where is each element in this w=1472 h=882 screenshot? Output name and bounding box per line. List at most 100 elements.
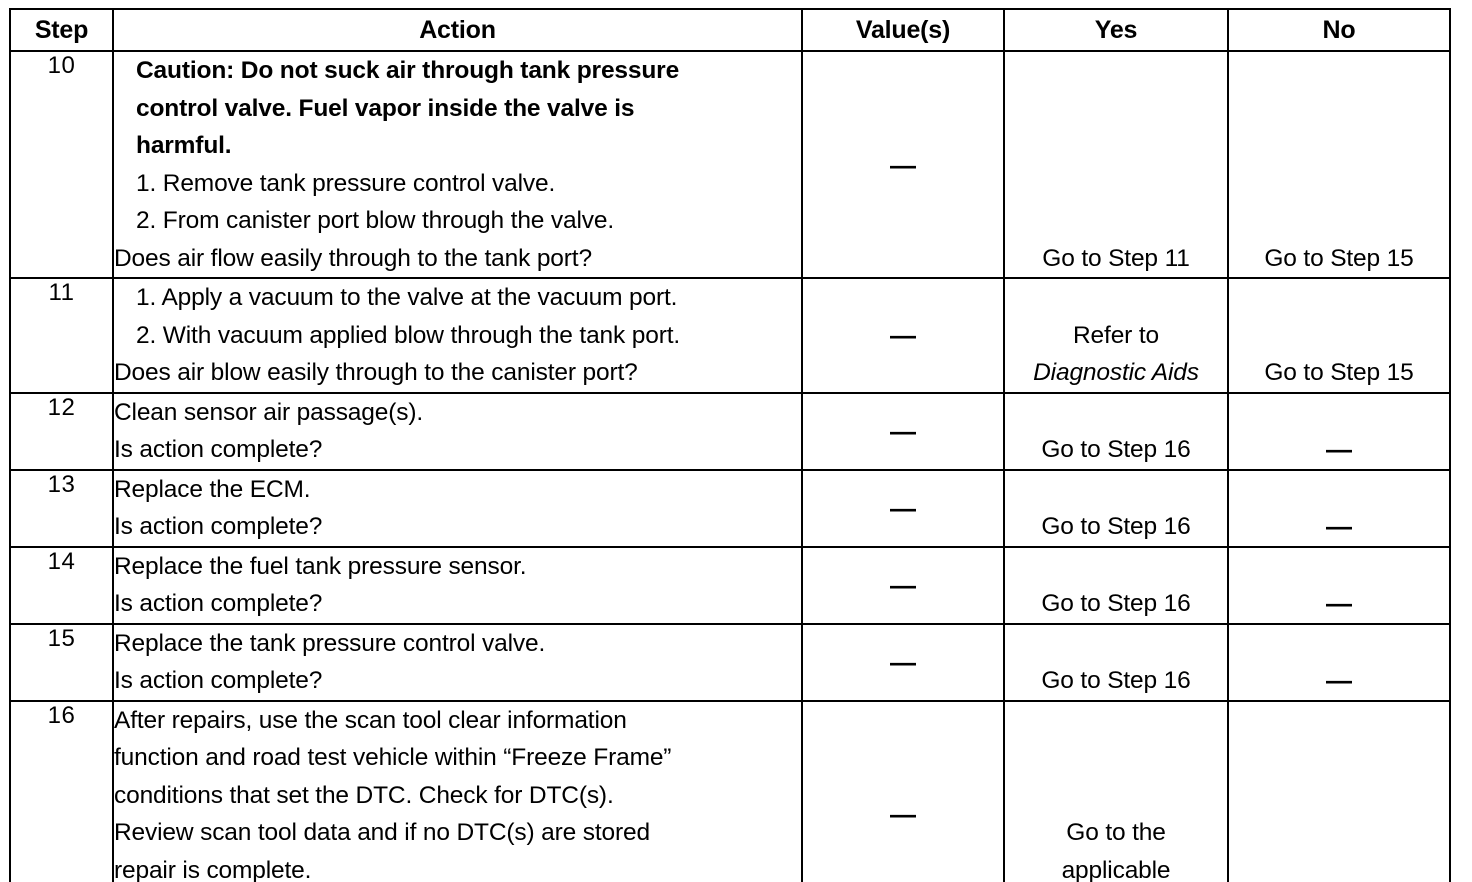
step-number: 12 (47, 393, 76, 421)
yes-line: Diagnostic Aids (1033, 359, 1199, 386)
action-cell: Replace the tank pressure control valve.… (112, 622, 803, 702)
table-row: 16 After repairs, use the scan tool clear… (9, 699, 1451, 882)
no-cell: — (1227, 622, 1451, 702)
value-dash: — (890, 570, 916, 600)
no-cell: — (1227, 391, 1451, 471)
value-cell: — (801, 622, 1005, 702)
value-cell: — (801, 699, 1005, 882)
value-cell: — (801, 391, 1005, 471)
action-cell: Caution: Do not suck air through tank pr… (112, 50, 803, 279)
yes-line: Go to Step 11 (1042, 244, 1190, 272)
step-number: 10 (47, 52, 76, 79)
action-cell: Clean sensor air passage(s). Is action co… (112, 391, 803, 471)
action-cell: After repairs, use the scan tool clear i… (112, 699, 803, 882)
action-line: 1. Apply a vacuum to the valve at the va… (136, 284, 678, 311)
step-number: 13 (47, 470, 76, 498)
no-cell: — (1227, 545, 1451, 625)
yes-line: Go to Step 16 (1041, 590, 1191, 617)
no-cell: — (1227, 468, 1451, 548)
yes-cell: Refer to Diagnostic Aids (1003, 277, 1229, 394)
step-number-cell: 14 (9, 545, 114, 625)
action-line: Is action complete? (114, 590, 323, 617)
yes-cell: Go to Step 11 (1003, 50, 1229, 279)
value-dash: — (890, 320, 916, 351)
table-row: 15 Replace the tank pressure control valv… (9, 622, 1451, 702)
action-line: repair is complete. (114, 856, 312, 882)
column-header-no: No (1227, 8, 1451, 52)
branch-dash: — (1326, 434, 1352, 464)
column-header-yes: Yes (1003, 8, 1229, 52)
diagnostic-table: Step Action Value(s) Yes No 10 Caution: D… (9, 8, 1451, 882)
action-line: Replace the ECM. (114, 475, 311, 503)
yes-cell: Go to Step 16 (1003, 391, 1229, 471)
yes-line: Go to Step 16 (1041, 436, 1191, 463)
step-number-cell: 12 (9, 391, 114, 471)
yes-line: Go to Step 16 (1041, 513, 1191, 540)
action-line: Is action complete? (114, 513, 323, 540)
branch-dash: — (1326, 511, 1352, 541)
yes-cell: Go to theapplicableDTC table (1003, 699, 1229, 882)
action-line: function and road test vehicle within “F… (114, 744, 672, 771)
no-cell: Go to Step 15 (1227, 50, 1451, 279)
action-cell: 1. Apply a vacuum to the valve at the va… (112, 277, 803, 394)
step-number: 14 (47, 547, 76, 575)
column-header-step: Step (9, 8, 114, 52)
step-number-cell: 13 (9, 468, 114, 548)
action-cell: Replace the ECM. Is action complete? (112, 468, 803, 548)
table-row: 11 1. Apply a vacuum to the valve at the … (9, 277, 1451, 394)
yes-line: Go to Step 16 (1041, 667, 1191, 694)
action-line: Clean sensor air passage(s). (114, 398, 424, 426)
yes-cell: Go to Step 16 (1003, 622, 1229, 702)
step-number: 16 (47, 701, 76, 729)
action-line: After repairs, use the scan tool clear i… (114, 706, 627, 734)
action-line: Replace the fuel tank pressure sensor. (114, 552, 527, 580)
branch-dash: — (1326, 665, 1352, 695)
yes-cell: Go to Step 16 (1003, 468, 1229, 548)
step-number: 11 (48, 279, 75, 306)
table-row: 12 Clean sensor air passage(s). Is action … (9, 391, 1451, 471)
value-dash: — (890, 799, 916, 829)
header-row: Step Action Value(s) Yes No (9, 8, 1451, 52)
yes-line: applicable (1061, 856, 1171, 882)
step-number-cell: 15 (9, 622, 114, 702)
table-row: 13 Replace the ECM. Is action complete? — Go… (9, 468, 1451, 548)
yes-cell: Go to Step 16 (1003, 545, 1229, 625)
yes-line: Refer to (1073, 321, 1159, 349)
action-line: Caution: Do not suck air through tank pr… (136, 57, 680, 84)
value-cell: — (801, 545, 1005, 625)
action-line: Is action complete? (114, 436, 323, 463)
value-dash: — (890, 493, 916, 523)
step-number-cell: 11 (9, 277, 114, 394)
table-row: 14 Replace the fuel tank pressure sensor.… (9, 545, 1451, 625)
value-cell: — (801, 468, 1005, 548)
action-line: Review scan tool data and if no DTC(s) a… (114, 819, 650, 846)
value-cell: — (801, 277, 1005, 394)
action-line: Replace the tank pressure control valve. (114, 629, 546, 657)
step-number: 15 (47, 624, 76, 652)
no-cell: System OK (1227, 699, 1451, 882)
table-row: 10 Caution: Do not suck air through tank … (9, 50, 1451, 279)
value-cell: — (801, 50, 1005, 279)
value-dash: — (890, 149, 916, 180)
action-line: conditions that set the DTC. Check for D… (114, 781, 614, 809)
table-body: 10 Caution: Do not suck air through tank … (9, 50, 1451, 882)
value-dash: — (890, 416, 916, 446)
action-line: 1. Remove tank pressure control valve. (136, 169, 556, 197)
column-header-action: Action (112, 8, 803, 52)
value-dash: — (890, 647, 916, 677)
action-line: control valve. Fuel vapor inside the val… (136, 94, 635, 122)
action-cell: Replace the fuel tank pressure sensor. Is… (112, 545, 803, 625)
no-line: Go to Step 15 (1264, 359, 1414, 386)
no-line: Go to Step 15 (1264, 244, 1414, 272)
action-line: 2. From canister port blow through the v… (136, 207, 615, 234)
step-number-cell: 16 (9, 699, 114, 882)
action-line: Does air flow easily through to the tank… (114, 244, 592, 272)
yes-line: Go to the (1066, 819, 1166, 846)
action-line: harmful. (136, 132, 232, 159)
branch-dash: — (1326, 588, 1352, 618)
action-line: Does air blow easily through to the cani… (114, 359, 638, 386)
no-cell: Go to Step 15 (1227, 277, 1451, 394)
action-line: Is action complete? (114, 667, 323, 694)
column-header-values: Value(s) (801, 8, 1005, 52)
